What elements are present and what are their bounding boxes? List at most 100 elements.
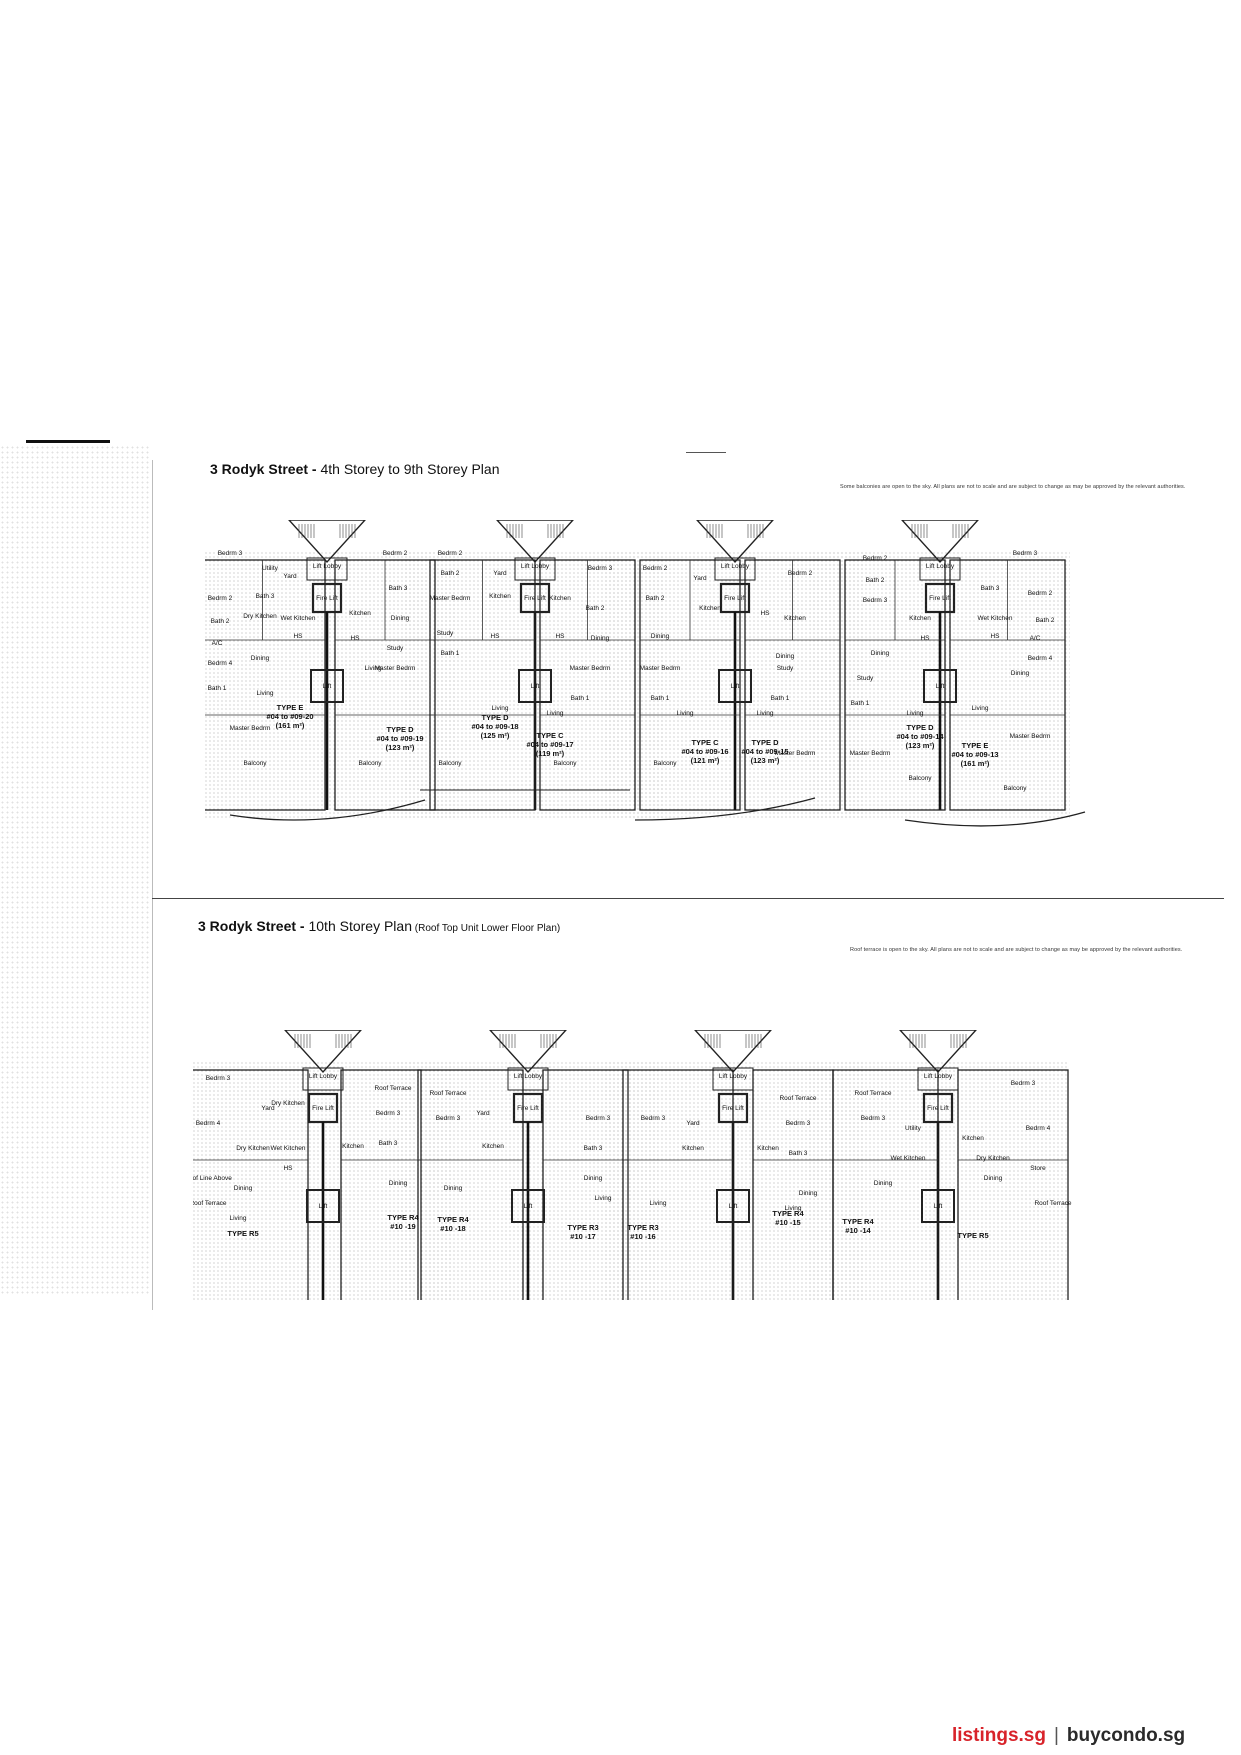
stair-core-outline: [899, 1030, 977, 1074]
room-label-dining: Dining: [874, 1180, 893, 1187]
room-label-hs: HS: [555, 633, 565, 640]
room-label-store: Store: [1030, 1165, 1046, 1172]
room-label-study: Study: [437, 630, 454, 637]
room-label-fire-lift: Fire Lift: [724, 595, 746, 602]
room-label-yard: Yard: [693, 575, 707, 582]
room-label-bath-1: Bath 1: [208, 685, 227, 692]
lower-plan-title-bold: 3 Rodyk Street -: [198, 918, 305, 934]
room-label-hs: HS: [350, 635, 360, 642]
room-label-bath-2: Bath 2: [586, 605, 605, 612]
lower-plan-title-sub: (Roof Top Unit Lower Floor Plan): [412, 923, 561, 934]
room-label-dining: Dining: [389, 1180, 408, 1187]
room-label-master-bedrm: Master Bedrm: [640, 665, 681, 672]
room-label-dining: Dining: [984, 1175, 1003, 1182]
lift-box: [306, 1189, 340, 1223]
room-label-utility: Utility: [905, 1125, 922, 1132]
room-label-yard: Yard: [261, 1105, 275, 1112]
room-label-roof-terrace: Roof Terrace: [374, 1085, 411, 1092]
room-label-bath-1: Bath 1: [571, 695, 590, 702]
room-label-bedrm-2: Bedrm 2: [788, 570, 813, 577]
stair-core-outline: [496, 520, 574, 564]
room-label-bath-3: Bath 3: [379, 1140, 398, 1147]
room-label-yard: Yard: [283, 573, 297, 580]
unit-type-label: TYPE R4: [387, 1213, 419, 1222]
unit-outline: [832, 1069, 939, 1300]
room-label-yard: Yard: [476, 1110, 490, 1117]
room-label-bedrm-3: Bedrm 3: [861, 1115, 886, 1122]
room-label-lift: Lift: [319, 1203, 328, 1210]
room-label-balcony: Balcony: [438, 760, 462, 767]
room-label-roof-terrace: Roof Terrace: [854, 1090, 891, 1097]
unit-range-label: #10 -16: [630, 1232, 655, 1241]
brand-listings[interactable]: listings.sg: [952, 1725, 1046, 1746]
unit-area-label: (123 m²): [386, 743, 415, 752]
room-label-kitchen: Kitchen: [784, 615, 806, 622]
lift-lobby-box: [306, 557, 348, 581]
room-label-kitchen: Kitchen: [699, 605, 721, 612]
room-label-master-bedrm: Master Bedrm: [1010, 733, 1051, 740]
unit-outline: [957, 1069, 1069, 1300]
unit-range-label: #04 to #09-16: [681, 747, 728, 756]
upper-plan-title: 3 Rodyk Street - 4th Storey to 9th Store…: [210, 461, 499, 477]
room-label-kitchen: Kitchen: [342, 1143, 364, 1150]
room-label-kitchen: Kitchen: [757, 1145, 779, 1152]
unit-range-label: #04 to #09-14: [896, 732, 944, 741]
room-label-lift: Lift: [731, 683, 740, 690]
room-label-wet-kitchen: Wet Kitchen: [978, 615, 1013, 622]
brand-buycondo[interactable]: buycondo.sg: [1066, 1725, 1186, 1746]
scan-mark-dash: [686, 452, 726, 453]
room-label-bath-2: Bath 2: [866, 577, 885, 584]
lift-lobby-box: [714, 557, 756, 581]
room-label-dining: Dining: [871, 650, 890, 657]
room-label-master-bedrm: Master Bedrm: [230, 725, 271, 732]
room-label-kitchen: Kitchen: [482, 1143, 504, 1150]
unit-type-label: TYPE R4: [842, 1217, 874, 1226]
room-label-living: Living: [907, 710, 924, 717]
room-label-study: Study: [387, 645, 404, 652]
room-label-balcony: Balcony: [1003, 785, 1027, 792]
room-label-bedrm-2: Bedrm 2: [383, 550, 408, 557]
room-label-lift-lobby: Lift Lobby: [514, 1073, 543, 1080]
room-label-study: Study: [777, 665, 794, 672]
room-label-master-bedrm: Master Bedrm: [375, 665, 416, 672]
room-label-bedrm-2: Bedrm 2: [438, 550, 463, 557]
room-label-wet-kitchen: Wet Kitchen: [281, 615, 316, 622]
unit-type-label: TYPE R4: [772, 1209, 804, 1218]
lift-box: [310, 669, 344, 703]
room-label-dining: Dining: [1011, 670, 1030, 677]
room-label-lift: Lift: [323, 683, 332, 690]
unit-type-label: TYPE R4: [437, 1215, 469, 1224]
room-label-living: Living: [595, 1195, 612, 1202]
section-divider: [152, 898, 1224, 899]
stair-core-outline: [694, 1030, 772, 1074]
room-label-bath-2: Bath 2: [211, 618, 230, 625]
room-label-bath-3: Bath 3: [981, 585, 1000, 592]
stair-core-outline: [696, 520, 774, 564]
room-label-dry-kitchen: Dry Kitchen: [236, 1145, 270, 1152]
room-label-lift-lobby: Lift Lobby: [926, 563, 955, 570]
room-label-dining: Dining: [799, 1190, 818, 1197]
room-label-bedrm-2: Bedrm 2: [643, 565, 668, 572]
unit-range-label: #10 -14: [845, 1226, 871, 1235]
room-label-balcony: Balcony: [358, 760, 382, 767]
lift-box: [511, 1189, 545, 1223]
room-label-bedrm-2: Bedrm 2: [1028, 590, 1053, 597]
room-label-fire-lift: Fire Lift: [312, 1105, 334, 1112]
unit-range-label: #04 to #09-15: [741, 747, 788, 756]
lower-plan-note: Roof terrace is open to the sky. All pla…: [850, 947, 1183, 953]
unit-outline: [622, 1069, 734, 1300]
room-label-dining: Dining: [444, 1185, 463, 1192]
unit-range-label: #10 -18: [440, 1224, 465, 1233]
room-label-fire-lift: Fire Lift: [316, 595, 338, 602]
room-label-bath-1: Bath 1: [771, 695, 790, 702]
room-label-living: Living: [972, 705, 989, 712]
room-label-lift: Lift: [524, 1203, 533, 1210]
room-label-master-bedrm: Master Bedrm: [430, 595, 471, 602]
room-label-living: Living: [230, 1215, 247, 1222]
room-label-roof-terrace: Roof Terrace: [1034, 1200, 1071, 1207]
room-label-bath-3: Bath 3: [789, 1150, 808, 1157]
unit-range-label: #04 to #09-13: [951, 750, 998, 759]
lift-lobby-box: [302, 1067, 344, 1091]
room-label-hs: HS: [920, 635, 930, 642]
